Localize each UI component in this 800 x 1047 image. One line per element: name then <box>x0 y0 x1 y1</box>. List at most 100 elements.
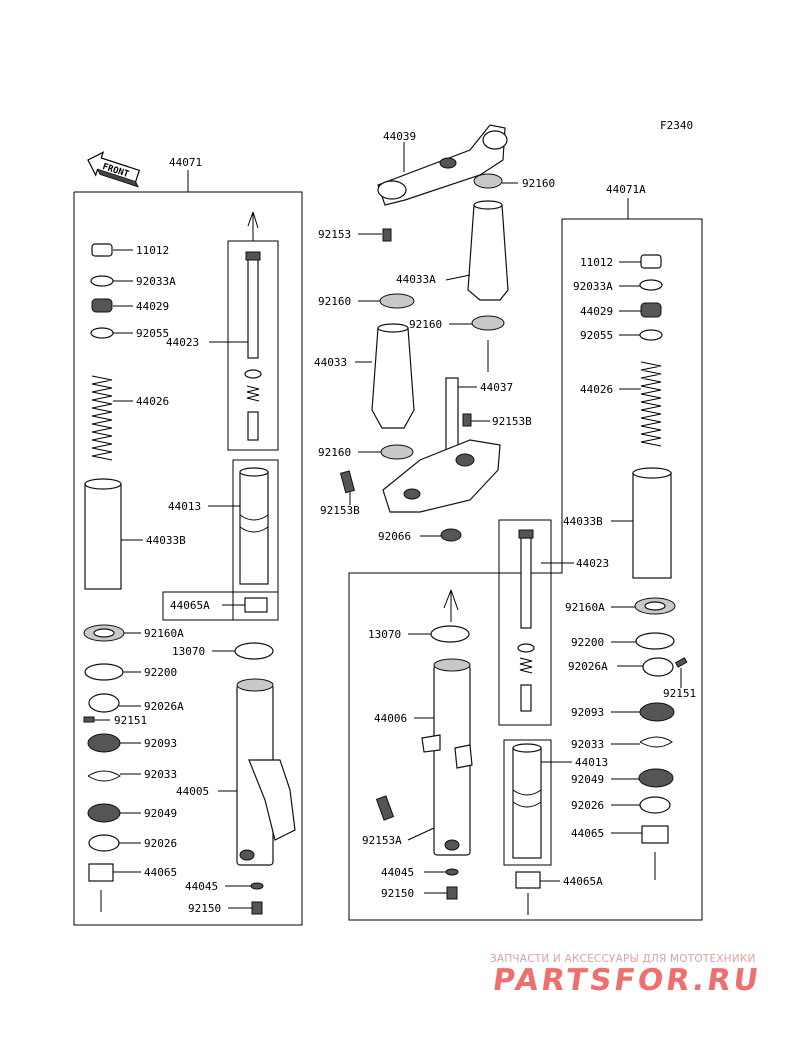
label-44013-right: 44013 <box>575 756 608 769</box>
label-44033b-right: 44033B <box>563 515 603 528</box>
figure-code: F2340 <box>660 119 693 132</box>
label-92026a-right: 92026A <box>568 660 608 673</box>
label-92055-right: 92055 <box>580 329 613 342</box>
label-44065-left: 44065 <box>144 866 177 879</box>
label-92150-right: 92150 <box>381 887 414 900</box>
label-44023-left: 44023 <box>166 336 199 349</box>
bushing-44065-right <box>641 825 669 844</box>
seal-92160-b <box>471 315 505 331</box>
label-44029-left: 44029 <box>136 300 169 313</box>
oring-92055-right <box>639 329 663 341</box>
label-44039: 44039 <box>383 130 416 143</box>
slider-44005-left <box>236 678 296 866</box>
circlip-92033-left <box>87 770 121 782</box>
label-11012-left: 11012 <box>136 244 169 257</box>
label-44013-left: 44013 <box>168 500 201 513</box>
label-44045-right: 44045 <box>381 866 414 879</box>
label-44026-left: 44026 <box>136 395 169 408</box>
inner-tube-44013-right <box>512 747 542 859</box>
label-11012-right: 11012 <box>580 256 613 269</box>
washer-92026a-left <box>88 693 120 713</box>
label-92200-left: 92200 <box>144 666 177 679</box>
collar-44029-left <box>91 298 113 313</box>
label-92033a-right: 92033A <box>573 280 613 293</box>
label-92026-left: 92026 <box>144 837 177 850</box>
ring-13070-left <box>234 642 274 660</box>
label-92200-right: 92200 <box>571 636 604 649</box>
washer-44045-left <box>250 882 264 890</box>
label-92151-left: 92151 <box>114 714 147 727</box>
damper-rod-44023-left <box>247 257 259 359</box>
label-92160-a: 92160 <box>318 295 351 308</box>
label-92151-right: 92151 <box>663 687 696 700</box>
seal-92093-left <box>87 733 121 753</box>
label-44045-left: 44045 <box>185 880 218 893</box>
label-44065a-right: 44065A <box>563 875 603 888</box>
stem-44037 <box>382 377 501 513</box>
label-44065a-left: 44065A <box>170 599 210 612</box>
front-arrow-icon: FRONT <box>87 151 141 188</box>
left-assembly-frame <box>73 191 303 926</box>
label-44033b-left: 44033B <box>146 534 186 547</box>
label-44023-right: 44023 <box>576 557 609 570</box>
washer-92026-right <box>639 796 671 814</box>
label-92033-left: 92033 <box>144 768 177 781</box>
oring-92055-left <box>90 327 114 339</box>
nut-92066 <box>440 528 462 542</box>
circlip-92033-right <box>639 736 673 748</box>
outer-tube-44033b-left <box>84 483 122 590</box>
bolt-92153b-right <box>462 413 472 427</box>
bolt-92153-center <box>382 228 392 242</box>
seal-92093-right <box>639 702 675 722</box>
label-92153b-right: 92153B <box>492 415 532 428</box>
label-92160a-right: 92160A <box>565 601 605 614</box>
label-13070-right: 13070 <box>368 628 401 641</box>
washer-92200-right <box>635 632 675 650</box>
label-92049-left: 92049 <box>144 807 177 820</box>
washer-92026a-right <box>642 657 674 677</box>
label-92093-right: 92093 <box>571 706 604 719</box>
label-92153b-left: 92153B <box>320 504 360 517</box>
label-92066: 92066 <box>378 530 411 543</box>
watermark-tagline: ЗАПЧАСТИ И АКСЕССУАРЫ ДЛЯ МОТОТЕХНИКИ <box>490 953 756 965</box>
label-92033a-left: 92033A <box>136 275 176 288</box>
label-92049-right: 92049 <box>571 773 604 786</box>
bushing-44065a-right <box>515 871 541 889</box>
bolt-92153a-right <box>375 795 395 821</box>
upper-bracket-44039 <box>377 124 508 206</box>
label-92160-top: 92160 <box>522 177 555 190</box>
seal-92049-left <box>87 803 121 823</box>
inner-tube-44013-left <box>239 471 269 585</box>
slider-44006-right <box>421 658 473 856</box>
bushing-44065-left <box>88 863 114 882</box>
cap-11012-right <box>640 254 662 269</box>
label-92026a-left: 92026A <box>144 700 184 713</box>
label-92055-left: 92055 <box>136 327 169 340</box>
label-44033a: 44033A <box>396 273 436 286</box>
label-92153a-right: 92153A <box>362 834 402 847</box>
cap-11012-left <box>91 243 113 257</box>
bolt-92153b-left <box>339 470 356 494</box>
outer-tube-44033b-right <box>632 472 672 579</box>
label-44006-right: 44006 <box>374 712 407 725</box>
label-92033-right: 92033 <box>571 738 604 751</box>
bolt-92150-left <box>251 901 263 915</box>
cover-44033a <box>467 200 509 301</box>
label-13070-left: 13070 <box>172 645 205 658</box>
right-assembly-frame <box>348 218 703 921</box>
collar-44029-right <box>640 302 662 318</box>
label-44026-right: 44026 <box>580 383 613 396</box>
bolt-92150-right <box>446 886 458 900</box>
seal-92049-right <box>638 768 674 788</box>
bushing-44065a-left <box>244 597 268 613</box>
spring-44026-left <box>91 375 113 461</box>
label-44065-right: 44065 <box>571 827 604 840</box>
seal-92160-top <box>473 173 503 189</box>
oring-92033a-right <box>639 279 663 291</box>
assembly-label-right: 44071A <box>606 183 646 196</box>
assembly-label-left: 44071 <box>169 156 202 169</box>
seal-92160-a <box>379 293 415 309</box>
cover-44033 <box>371 323 415 429</box>
label-92150-left: 92150 <box>188 902 221 915</box>
